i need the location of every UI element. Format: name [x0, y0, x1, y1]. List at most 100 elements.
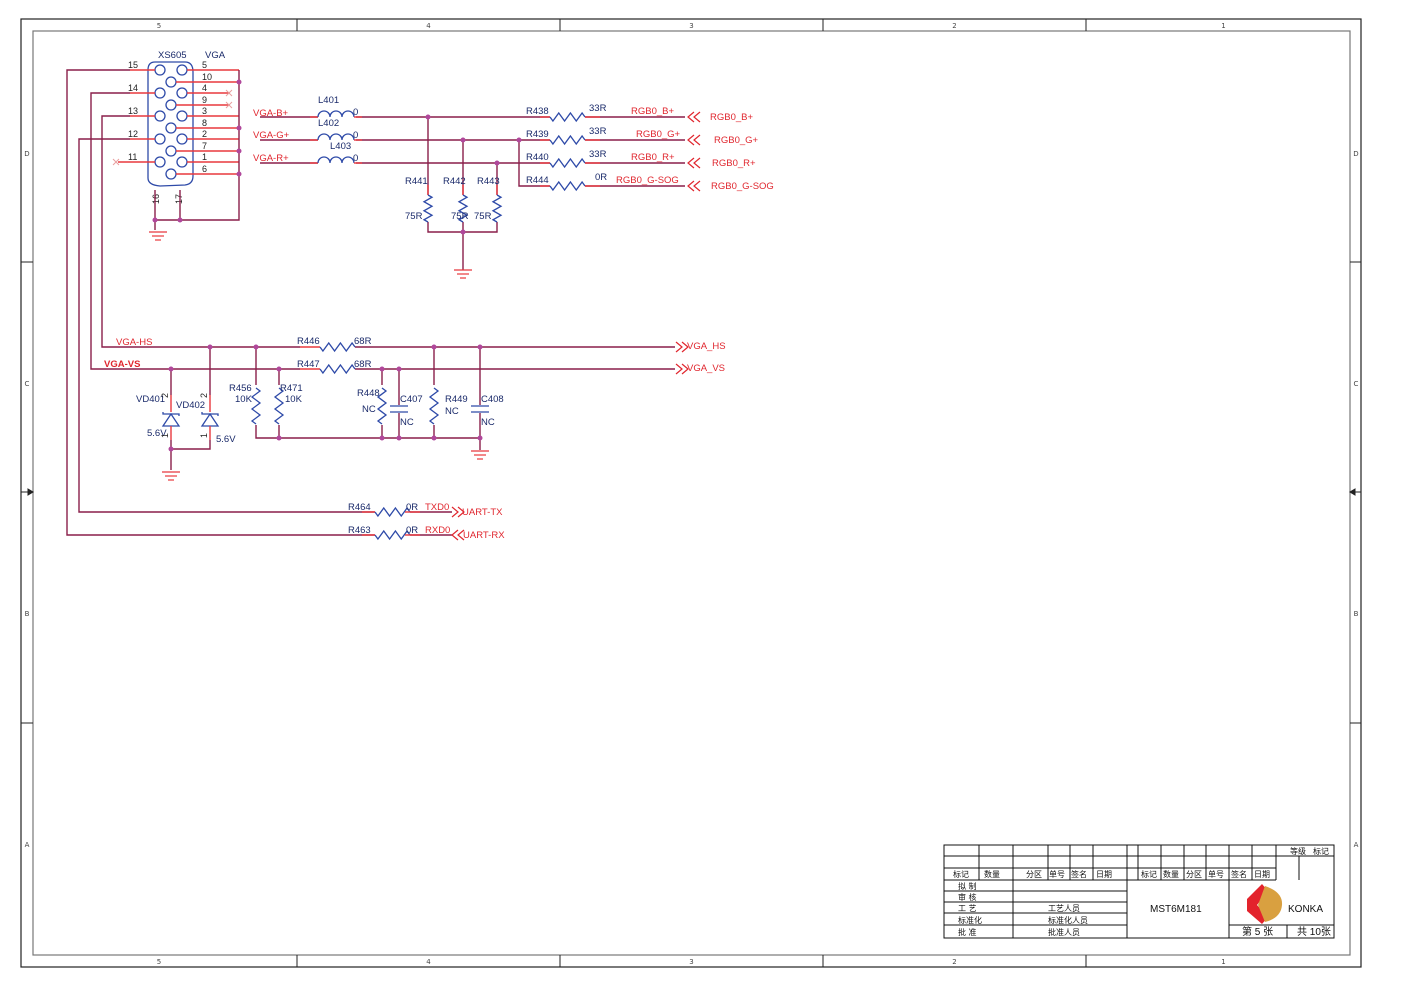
- revision-header: 签名: [1231, 869, 1247, 879]
- resistor-ref: R448: [357, 388, 380, 399]
- revision-header: 标记: [1141, 869, 1157, 879]
- approval-role: 标准化: [958, 915, 982, 925]
- zone-col-label-bottom: 4: [426, 958, 431, 966]
- title-block: 等级标记标记数量分区单号签名日期标记数量分区单号签名日期拟 制审 核工 艺标准化…: [943, 844, 1335, 939]
- wire-junction: [494, 160, 500, 166]
- connector-pin-hole: [154, 87, 166, 99]
- zone-col-label-top: 3: [689, 22, 693, 30]
- wire-junction: [236, 148, 242, 154]
- uart-port-label: UART-RX: [463, 530, 505, 541]
- hs-port-label: VGA_HS: [687, 341, 726, 352]
- wires: [66, 69, 685, 536]
- net-label-vga-hs: VGA-HS: [116, 337, 152, 348]
- zone-col-label-top: 1: [1221, 22, 1225, 30]
- vs-port-arrow: [675, 363, 689, 375]
- connector-shell-pin: 16: [151, 194, 161, 204]
- diode-pin: 1: [199, 433, 209, 438]
- no-connect-mark: [112, 158, 120, 166]
- resistor-ref: R447: [297, 359, 320, 370]
- connector-type: VGA: [205, 50, 226, 61]
- resistor-r441: [422, 194, 434, 223]
- connector-pin-number: 15: [128, 60, 138, 70]
- approval-role: 拟 制: [958, 881, 977, 891]
- connector-pin-number: 7: [202, 141, 207, 151]
- resistor-ref: R464: [348, 502, 371, 513]
- uart-port-arrow: [451, 529, 465, 541]
- title-block-text: 标记: [1313, 846, 1329, 856]
- wire-junction: [168, 366, 174, 372]
- connector-pin-hole: [165, 122, 177, 134]
- connector-pin-hole: [165, 99, 177, 111]
- hs-port-arrow: [675, 341, 689, 353]
- resistor-value: 0R: [595, 172, 607, 183]
- inductor-value: 0: [353, 107, 358, 118]
- resistor-value: 10K: [285, 394, 303, 405]
- connector-pin-number: 10: [202, 72, 212, 82]
- zone-col-label-bottom: 1: [1221, 958, 1225, 966]
- diode-pin: 2: [160, 393, 170, 398]
- revision-header: 分区: [1186, 870, 1202, 879]
- resistor-ref: R456: [229, 383, 252, 394]
- resistor-ref: R471: [280, 383, 303, 394]
- zener-vd402: [201, 412, 219, 416]
- resistor-ref: R444: [526, 175, 549, 186]
- wire-junction: [431, 344, 437, 350]
- diode-ref: VD401: [136, 394, 165, 405]
- wire-junction: [425, 114, 431, 120]
- zone-col-label-top: 5: [157, 22, 161, 30]
- wire-junction: [396, 366, 402, 372]
- zone-row-label-right: B: [1354, 610, 1359, 618]
- wire-junction: [236, 79, 242, 85]
- revision-header: 签名: [1071, 869, 1087, 879]
- diode-pin: 1: [160, 433, 170, 438]
- uart-net-label: TXD0: [425, 502, 449, 513]
- inductor-l403: [317, 156, 355, 164]
- approval-role: 批 准: [958, 927, 977, 937]
- resistor-value: 33R: [589, 126, 607, 137]
- wire-junction: [460, 229, 466, 235]
- zener-vd401: [162, 412, 180, 416]
- sheet-total: 共 10张: [1297, 926, 1331, 938]
- zener-vd402: [200, 412, 220, 427]
- wire-junction: [379, 435, 385, 441]
- inductor-l401: [317, 110, 355, 118]
- resistor-ref: R439: [526, 129, 549, 140]
- resistor-r442: [457, 194, 469, 223]
- zone-row-label-left: B: [25, 610, 30, 618]
- revision-header: 数量: [984, 869, 1000, 879]
- zone-col-label-bottom: 5: [157, 958, 161, 966]
- approval-role: 审 核: [958, 892, 977, 902]
- net-labels: VGA-B+ VGA-G+ VGA-R+ VGA-HS VGA-VS: [104, 108, 290, 370]
- sheet-number: 第 5 张: [1242, 925, 1273, 938]
- capacitor-value: NC: [481, 417, 495, 428]
- no-connect-mark: [225, 101, 233, 109]
- revision-header: 单号: [1208, 869, 1224, 879]
- capacitor-ref: C407: [400, 394, 423, 405]
- rgb-net-label: RGB0_R+: [631, 152, 675, 163]
- rgb-port-label: RGB0_G-SOG: [711, 181, 774, 192]
- resistor-r443: [491, 194, 503, 223]
- connector-pin-hole: [154, 64, 166, 76]
- resistor-ref: R463: [348, 525, 371, 536]
- title-block-text: 等级: [1290, 846, 1306, 856]
- resistor-r471: [273, 387, 285, 425]
- wire-junction: [431, 435, 437, 441]
- resistor-value: 75R: [451, 211, 469, 222]
- connector-pin-hole: [165, 145, 177, 157]
- zone-row-label-right: A: [1354, 841, 1359, 849]
- inductor-ref: L402: [318, 118, 339, 129]
- connector-pin-number: 12: [128, 129, 138, 139]
- resistor-value: 75R: [474, 211, 492, 222]
- resistor-r438: [549, 111, 586, 123]
- resistor-value: 75R: [405, 211, 423, 222]
- connector-pin-hole: [154, 110, 166, 122]
- revision-header: 数量: [1163, 869, 1179, 879]
- rgb-port-label: RGB0_R+: [712, 158, 756, 169]
- connector-pin-hole: [176, 64, 188, 76]
- rgb-net-label: RGB0_G-SOG: [616, 175, 679, 186]
- zone-col-label-bottom: 3: [689, 958, 693, 966]
- connector-pin-hole: [176, 110, 188, 122]
- drawing-title: MST6M181: [1150, 904, 1202, 915]
- inductor-ref: L401: [318, 95, 339, 106]
